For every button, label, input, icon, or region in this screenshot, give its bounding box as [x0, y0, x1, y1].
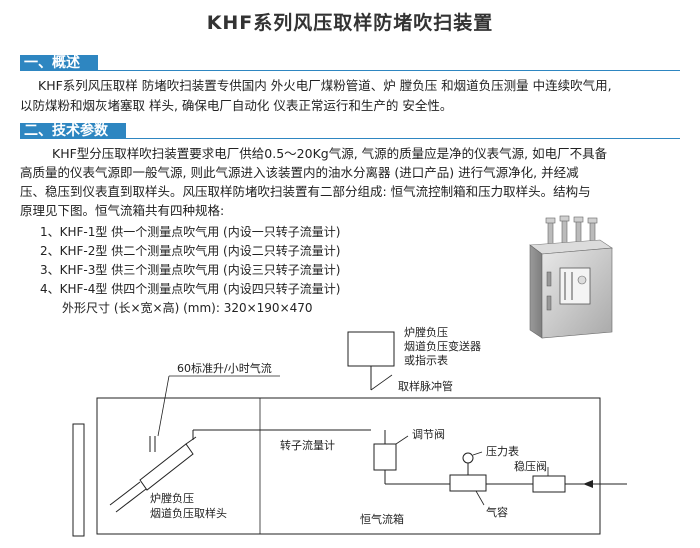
- probe-label: 炉膛负压: [150, 492, 194, 505]
- pressure-gauge: [462, 452, 474, 464]
- page-title: KHF系列风压取样防堵吹扫装置: [206, 12, 494, 34]
- section-label-specs: 二、技术参数: [24, 123, 108, 139]
- spec-item: 2、KHF-2型 供二个测量点吹气用 (内设二只转子流量计): [40, 244, 341, 258]
- air-vessel: [449, 474, 487, 492]
- flowmeter: [373, 443, 397, 471]
- section-header-specs: 二、技术参数: [20, 123, 126, 139]
- cabinet-product-image: [529, 215, 613, 339]
- probe-label: 烟道负压取样头: [150, 507, 227, 520]
- vessel-label: 气容: [486, 506, 508, 519]
- section-label-overview: 一、概述: [24, 55, 80, 71]
- flowmeter-label: 转子流量计: [280, 439, 335, 452]
- section-header-overview: 一、概述: [20, 55, 98, 71]
- specs-line-2: 高质量的仪表气源即一般气源, 则此气源进入该装置内的油水分离器 (进口产品) 进…: [20, 165, 579, 180]
- specs-line-4: 原理见下图。恒气流箱共有四种规格:: [20, 203, 225, 218]
- specs-line-1: KHF型分压取样吹扫装置要求电厂供给0.5～20Kg气源, 气源的质量应是净的仪…: [52, 146, 608, 161]
- transmitter-box: [347, 331, 395, 367]
- transmitter-label: 或指示表: [404, 354, 448, 367]
- gauge-label: 压力表: [486, 445, 519, 458]
- box-label: 恒气流箱: [360, 513, 404, 526]
- overview-line-1: KHF系列风压取样 防堵吹扫装置专供国内 外火电厂煤粉管道、炉 膛负压 和烟道负…: [38, 78, 612, 93]
- overview-line-2: 以防煤粉和烟灰堵塞取 样头, 确保电厂自动化 仪表正常运行和生产的 安全性。: [20, 98, 453, 113]
- valve-label: 调节阀: [412, 428, 445, 441]
- regulator-label: 稳压阀: [514, 460, 547, 473]
- pulse-pipe-label: 取样脉冲管: [398, 380, 453, 393]
- section-divider: [20, 138, 680, 139]
- section-divider: [20, 70, 680, 71]
- dimensions-text: 外形尺寸 (长×宽×高) (mm): 320×190×470: [62, 301, 313, 315]
- transmitter-label: 烟道负压变送器: [404, 340, 481, 353]
- flow-rate-label: 60标准升/小时气流: [177, 362, 272, 375]
- spec-item: 1、KHF-1型 供一个测量点吹气用 (内设一只转子流量计): [40, 225, 341, 239]
- furnace-wall: [72, 423, 85, 537]
- spec-item: 4、KHF-4型 供四个测量点吹气用 (内设四只转子流量计): [40, 282, 341, 296]
- constant-flow-box-outline: [96, 397, 601, 535]
- specs-line-3: 压、稳压到仪表直到取样头。风压取样防堵吹扫装置有二部分组成: 恒气流控制箱和压力…: [20, 184, 591, 199]
- pressure-regulator: [532, 475, 566, 493]
- transmitter-label: 炉膛负压: [404, 326, 448, 339]
- spec-item: 3、KHF-3型 供三个测量点吹气用 (内设三只转子流量计): [40, 263, 341, 277]
- sampling-probe: [109, 436, 197, 513]
